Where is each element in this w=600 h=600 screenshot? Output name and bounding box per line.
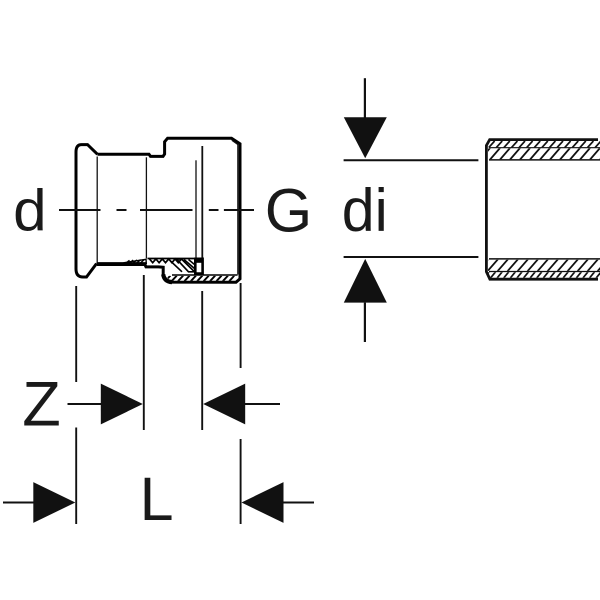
svg-text:di: di <box>342 176 388 243</box>
svg-text:d: d <box>13 179 47 244</box>
svg-text:L: L <box>140 465 174 533</box>
svg-text:G: G <box>265 176 312 244</box>
svg-text:Z: Z <box>22 370 60 440</box>
